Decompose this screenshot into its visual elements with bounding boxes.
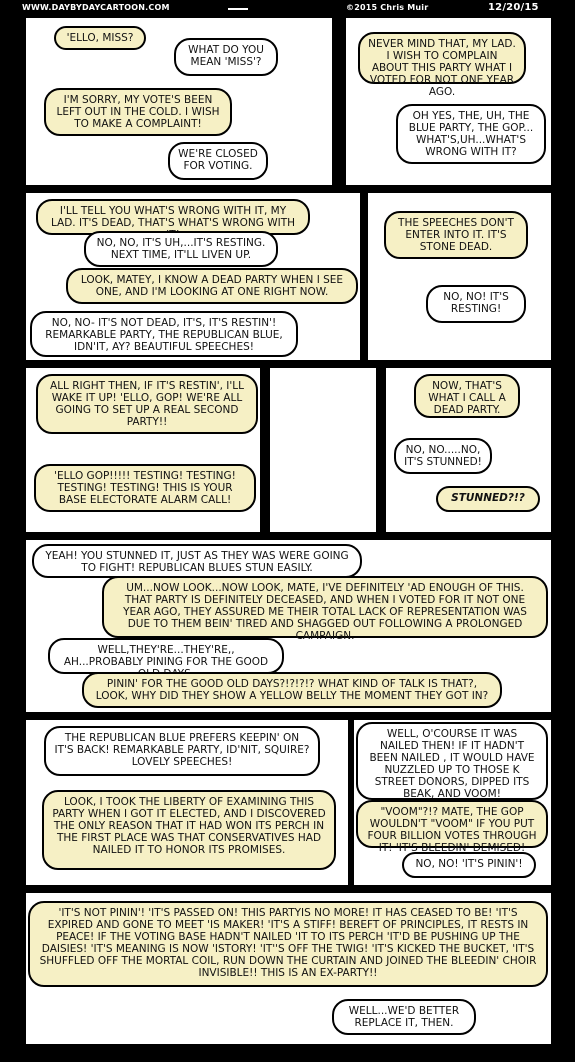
speech-bubble: WELL...WE'D BETTER REPLACE IT, THEN. [332, 999, 476, 1035]
panel-7: NOW, THAT'S WHAT I CALL A DEAD PARTY. NO… [386, 368, 551, 532]
speech-bubble: OH YES, THE, UH, THE BLUE PARTY, THE GOP… [396, 104, 546, 164]
speech-bubble: WE'RE CLOSED FOR VOTING. [168, 142, 268, 180]
speech-bubble: WELL, O'COURSE IT WAS NAILED THEN! IF IT… [356, 722, 548, 800]
speech-bubble: LOOK, I TOOK THE LIBERTY OF EXAMINING TH… [42, 790, 336, 870]
panel-2: NEVER MIND THAT, MY LAD. I WISH TO COMPL… [346, 18, 551, 185]
speech-bubble: 'IT'S NOT PININ'! 'IT'S PASSED ON! THIS … [28, 901, 548, 987]
speech-bubble: I'LL TELL YOU WHAT'S WRONG WITH IT, MY L… [36, 199, 310, 241]
speech-bubble: UM...NOW LOOK...NOW LOOK, MATE, I'VE DEF… [102, 576, 548, 642]
speech-bubble: NO, NO- IT'S NOT DEAD, IT'S, IT'S RESTIN… [30, 311, 298, 357]
speech-bubble: NEVER MIND THAT, MY LAD. I WISH TO COMPL… [358, 32, 526, 98]
site-url: WWW.DAYBYDAYCARTOON.COM [22, 3, 170, 12]
panel-4: THE SPEECHES DON'T ENTER INTO IT. IT'S S… [368, 193, 551, 360]
speech-bubble: YEAH! YOU STUNNED IT, JUST AS THEY WAS W… [32, 544, 362, 578]
panel-8: YEAH! YOU STUNNED IT, JUST AS THEY WAS W… [26, 540, 551, 712]
copyright: ©2015 Chris Muir [346, 3, 429, 12]
speech-bubble: NO, NO! IT'S RESTING! [426, 285, 526, 323]
speech-bubble: WELL,THEY'RE...THEY'RE,, AH...PROBABLY P… [48, 638, 284, 680]
speech-bubble: NO, NO.....NO, IT'S STUNNED! [394, 438, 492, 474]
speech-bubble: 'ELLO GOP!!!!! TESTING! TESTING! TESTING… [34, 464, 256, 512]
speech-bubble: NOW, THAT'S WHAT I CALL A DEAD PARTY. [414, 374, 520, 418]
speech-bubble: THE SPEECHES DON'T ENTER INTO IT. IT'S S… [384, 211, 528, 259]
speech-bubble: WHAT DO YOU MEAN 'MISS'? [174, 38, 278, 76]
speech-bubble: PININ' FOR THE GOOD OLD DAYS?!?!?!? WHAT… [82, 672, 502, 708]
panel-1: 'ELLO, MISS? WHAT DO YOU MEAN 'MISS'? I'… [26, 18, 332, 185]
speech-bubble: NO, NO! 'IT'S PININ'! [402, 852, 536, 878]
panel-9: THE REPUBLICAN BLUE PREFERS KEEPIN' ON I… [26, 720, 348, 885]
logo-squiggle [228, 8, 248, 10]
speech-bubble: "VOOM"?!? MATE, THE GOP WOULDN'T "VOOM" … [356, 800, 548, 854]
speech-bubble: I'M SORRY, MY VOTE'S BEEN LEFT OUT IN TH… [44, 88, 232, 136]
speech-bubble: NO, NO, IT'S UH,...IT'S RESTING. NEXT TI… [84, 231, 278, 267]
panel-3: I'LL TELL YOU WHAT'S WRONG WITH IT, MY L… [26, 193, 360, 360]
comic-date: 12/20/15 [488, 2, 539, 13]
speech-bubble: 'ELLO, MISS? [54, 26, 146, 50]
speech-bubble: THE REPUBLICAN BLUE PREFERS KEEPIN' ON I… [44, 726, 320, 776]
speech-bubble: ALL RIGHT THEN, IF IT'S RESTIN', I'LL WA… [36, 374, 258, 434]
panel-5: ALL RIGHT THEN, IF IT'S RESTIN', I'LL WA… [26, 368, 260, 532]
speech-bubble: STUNNED?!? [436, 486, 540, 512]
panel-6 [270, 368, 376, 532]
panel-10: WELL, O'COURSE IT WAS NAILED THEN! IF IT… [354, 720, 551, 885]
panel-11: 'IT'S NOT PININ'! 'IT'S PASSED ON! THIS … [26, 893, 551, 1044]
speech-bubble: LOOK, MATEY, I KNOW A DEAD PARTY WHEN I … [66, 268, 358, 304]
